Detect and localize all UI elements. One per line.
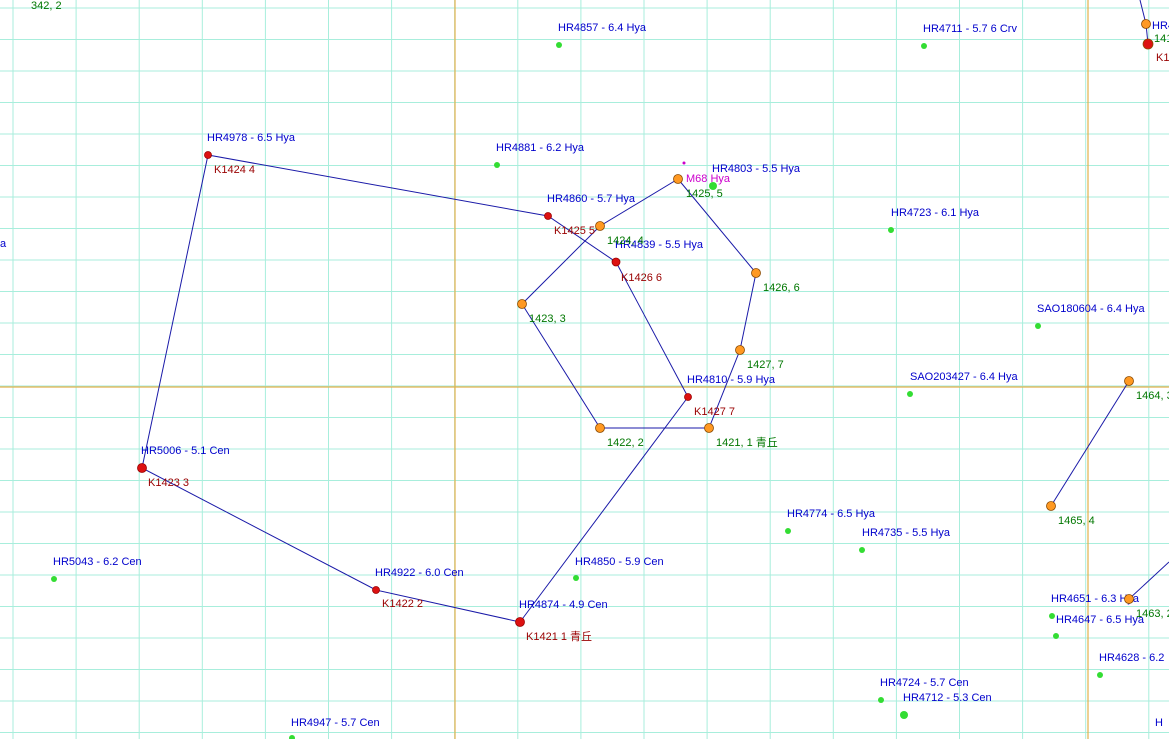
vertex-tag-o1426: 1426, 6 <box>763 282 800 294</box>
star-label-hr4850: HR4850 - 5.9 Cen <box>575 556 664 568</box>
asterism-k-polygon <box>141 154 689 623</box>
star-label-hr4724: HR4724 - 5.7 Cen <box>880 677 969 689</box>
vertex-tag-o1421: 1421, 1 青丘 <box>716 436 778 449</box>
vertex-label-k1421: HR4874 - 4.9 Cen <box>519 599 608 611</box>
vertex-tag-o1463: 1463, 2 <box>1136 608 1169 620</box>
vertex-label-k1424: HR4978 - 6.5 Hya <box>207 132 296 144</box>
star-label-sao180604: SAO180604 - 6.4 Hya <box>1037 303 1146 315</box>
vertex-edge-top-right-orange[interactable] <box>1141 19 1151 29</box>
star-hr4803[interactable] <box>709 182 717 190</box>
star-label-hr4735: HR4735 - 5.5 Hya <box>862 527 951 539</box>
vertex-o1464[interactable] <box>1124 376 1134 386</box>
vertex-tag-k1425: K1425 5 <box>554 225 595 237</box>
star-label-hr4881: HR4881 - 6.2 Hya <box>496 142 585 154</box>
field-stars: HR4857 - 6.4 Hya HR4711 - 5.7 6 Crv HR48… <box>51 22 1164 739</box>
vertex-label-k1426: HR4839 - 5.5 Hya <box>615 239 704 251</box>
nebula-label: M68 Hya <box>686 173 731 185</box>
vertex-tag-o1464: 1464, 3 <box>1136 390 1169 402</box>
edge-label-top-right-green: 141 <box>1154 33 1169 45</box>
vertex-k1426[interactable] <box>611 257 621 267</box>
vertex-tag-k1424: K1424 4 <box>214 164 255 176</box>
star-hr4857[interactable] <box>556 42 562 48</box>
vertex-o1424[interactable] <box>595 221 605 231</box>
star-label-hr5043: HR5043 - 6.2 Cen <box>53 556 142 568</box>
vertex-tag-k1427: K1427 7 <box>694 406 735 418</box>
vertex-k1424[interactable] <box>204 151 212 159</box>
vertex-label-k1422: HR4922 - 6.0 Cen <box>375 567 464 579</box>
edge-label-top-right-blue: HR4 <box>1152 20 1169 32</box>
star-hr4850[interactable] <box>573 575 579 581</box>
vertex-tag-k1422: K1422 2 <box>382 598 423 610</box>
vertex-tag-o1423: 1423, 3 <box>529 313 566 325</box>
vertex-o1426[interactable] <box>751 268 761 278</box>
vertex-edge-top-right-red[interactable] <box>1142 38 1154 50</box>
star-label-sao203427: SAO203427 - 6.4 Hya <box>910 371 1019 383</box>
vertex-o1421[interactable] <box>704 423 714 433</box>
vertex-o1422[interactable] <box>595 423 605 433</box>
vertex-o1427[interactable] <box>735 345 745 355</box>
asterism-1464-segment <box>1050 380 1130 507</box>
star-hr4647[interactable] <box>1053 633 1059 639</box>
vertex-tag-k1426: K1426 6 <box>621 272 662 284</box>
vertex-tag-o1427: 1427, 7 <box>747 359 784 371</box>
star-hr4774[interactable] <box>785 528 791 534</box>
vertex-label-k1427: HR4810 - 5.9 Hya <box>687 374 776 386</box>
star-sao203427[interactable] <box>907 391 913 397</box>
star-label-hr4651: HR4651 - 6.3 Hya <box>1051 593 1140 605</box>
star-label-hr4723: HR4723 - 6.1 Hya <box>891 207 980 219</box>
edge-label-top-right-red: K1 <box>1156 52 1169 64</box>
vertex-label-k1423: HR5006 - 5.1 Cen <box>141 445 230 457</box>
star-label-hr4857: HR4857 - 6.4 Hya <box>558 22 647 34</box>
star-hr4628[interactable] <box>1097 672 1103 678</box>
edge-label-left-cut: a <box>0 238 7 250</box>
vertex-o1425[interactable] <box>673 174 683 184</box>
asterism-o-polygon <box>521 178 757 429</box>
vertex-tag-o1422: 1422, 2 <box>607 437 644 449</box>
star-label-hr4712: HR4712 - 5.3 Cen <box>903 692 992 704</box>
vertex-tag-o1425: 1425, 5 <box>686 188 723 200</box>
nebula-marker[interactable] <box>682 161 686 165</box>
vertex-tag-o1465: 1465, 4 <box>1058 515 1095 527</box>
star-sao180604[interactable] <box>1035 323 1041 329</box>
star-hr4881[interactable] <box>494 162 500 168</box>
star-hr4711[interactable] <box>921 43 927 49</box>
vertex-tag-k1423: K1423 3 <box>148 477 189 489</box>
star-hr4723[interactable] <box>888 227 894 233</box>
asterism-vertices: HR4978 - 6.5 Hya K1424 4 HR4860 - 5.7 Hy… <box>137 19 1169 643</box>
edge-label-bottom-right-cut: H <box>1155 717 1163 729</box>
star-hr4724[interactable] <box>878 697 884 703</box>
star-hr4947[interactable] <box>289 735 295 739</box>
star-hr4651[interactable] <box>1049 613 1055 619</box>
vertex-k1423[interactable] <box>137 463 147 473</box>
vertex-o1465[interactable] <box>1046 501 1056 511</box>
vertex-o1423[interactable] <box>517 299 527 309</box>
star-label-hr4628: HR4628 - 6.2 <box>1099 652 1164 664</box>
asterism-edge-segment-right <box>1128 561 1169 600</box>
edge-label-top-left: 342, 2 <box>31 0 62 12</box>
vertex-tag-o1424: 1424, 4 <box>607 235 644 247</box>
star-hr5043[interactable] <box>51 576 57 582</box>
star-label-hr4774: HR4774 - 6.5 Hya <box>787 508 876 520</box>
vertex-o1463[interactable] <box>1124 594 1134 604</box>
vertex-k1427[interactable] <box>684 393 692 401</box>
nebula-m68[interactable]: M68 Hya <box>682 161 731 186</box>
star-label-hr4647: HR4647 - 6.5 Hya <box>1056 614 1145 626</box>
star-hr4712[interactable] <box>900 711 908 719</box>
vertex-tag-k1421: K1421 1 青丘 <box>526 630 592 643</box>
vertex-k1425[interactable] <box>544 212 552 220</box>
vertex-k1421[interactable] <box>515 617 525 627</box>
star-hr4735[interactable] <box>859 547 865 553</box>
star-label-hr4803: HR4803 - 5.5 Hya <box>712 163 801 175</box>
star-label-hr4711: HR4711 - 5.7 6 Crv <box>923 23 1017 35</box>
vertex-label-k1425: HR4860 - 5.7 Hya <box>547 193 636 205</box>
vertex-k1422[interactable] <box>372 586 380 594</box>
star-label-hr4947: HR4947 - 5.7 Cen <box>291 717 380 729</box>
